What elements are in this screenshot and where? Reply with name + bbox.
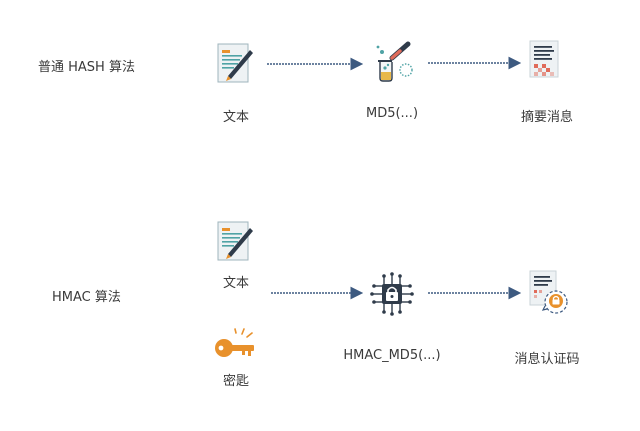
secure-chip-icon [370,272,414,316]
hmac-function-label: HMAC_MD5(...) [343,348,441,363]
lab-flask-icon [376,41,413,82]
hash-output-label: 摘要消息 [520,110,574,125]
hashed-document-icon [529,40,559,78]
hash-input-label: 文本 [222,110,250,125]
hmac-output-label: 消息认证码 [514,352,580,367]
hash-function-label: MD5(...) [365,106,419,121]
document-pen-icon [217,221,253,261]
hash-row-title: 普通 HASH 算法 [38,60,135,75]
hmac-input-label: 文本 [222,276,250,291]
hmac-row-title: HMAC 算法 [52,290,121,305]
hmac-key-label: 密匙 [222,374,250,389]
locked-document-icon [529,270,568,314]
key-icon [215,328,254,357]
document-pen-icon [217,43,253,83]
